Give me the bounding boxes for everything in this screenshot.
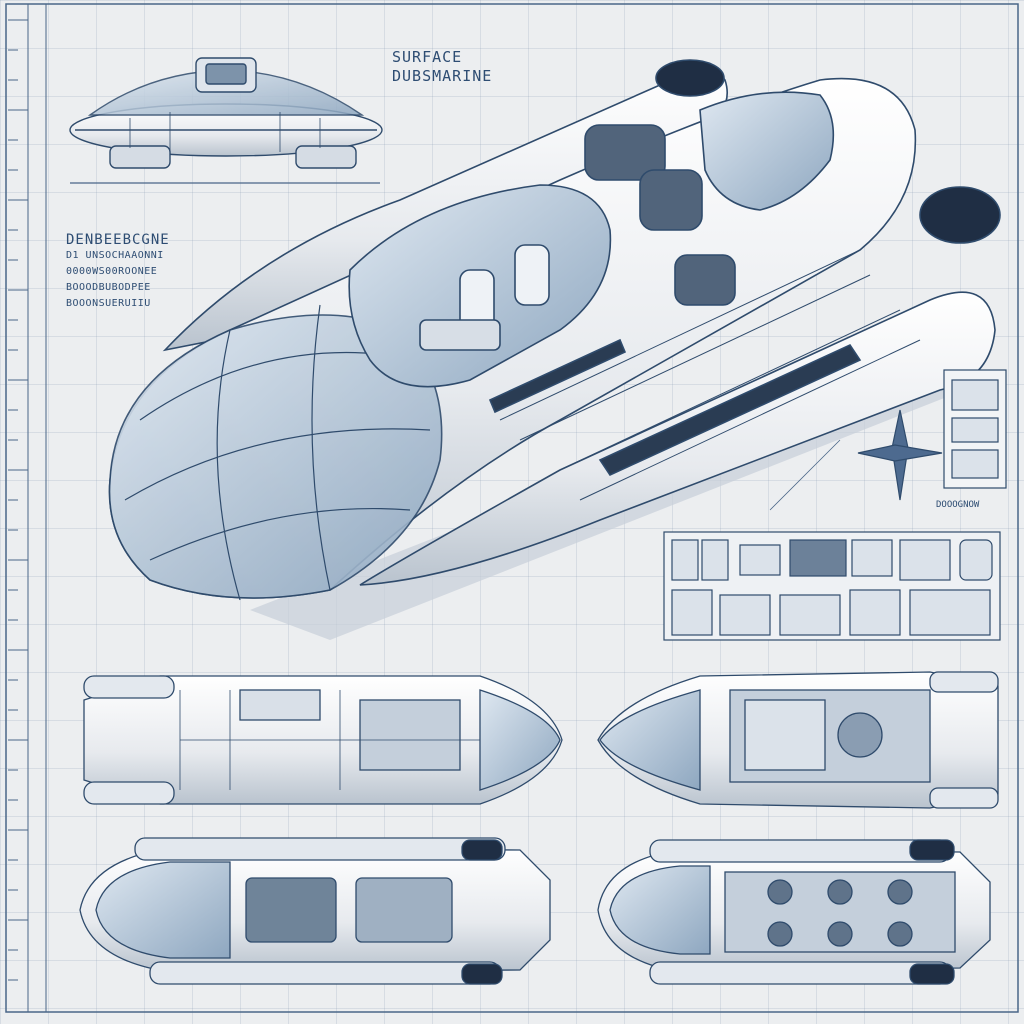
plan-view-right: [597, 839, 991, 985]
spec-block: DENBEEBCGNE D1 UNSOCHAAONNI 0000WS00ROON…: [66, 232, 170, 312]
sheet-border: [5, 3, 1019, 1013]
spec-line: BOOONSUERUIIU: [66, 298, 151, 309]
top-view-right: [597, 671, 999, 809]
drawing-title: SURFACE DUBSMARINE: [392, 48, 492, 86]
inset-caption: DOOOGNOW: [936, 500, 980, 510]
title-line-1: SURFACE: [392, 48, 463, 66]
title-line-2: DUBSMARINE: [392, 67, 493, 85]
perspective-view: [108, 59, 1001, 640]
spec-line: BOOODBUBODPEE: [66, 282, 151, 293]
cockpit-interior: [663, 531, 1001, 641]
inset-panel: [943, 369, 1007, 489]
left-ruler: [8, 4, 47, 1012]
plan-view-left: [79, 837, 551, 985]
compass-rose-icon: [769, 409, 943, 511]
top-view-left: [83, 675, 563, 805]
side-elevation: [69, 57, 383, 169]
spec-line: 0000WS00ROONEE: [66, 266, 158, 277]
spec-line: D1 UNSOCHAAONNI: [66, 250, 164, 261]
spec-heading: DENBEEBCGNE: [66, 232, 170, 248]
